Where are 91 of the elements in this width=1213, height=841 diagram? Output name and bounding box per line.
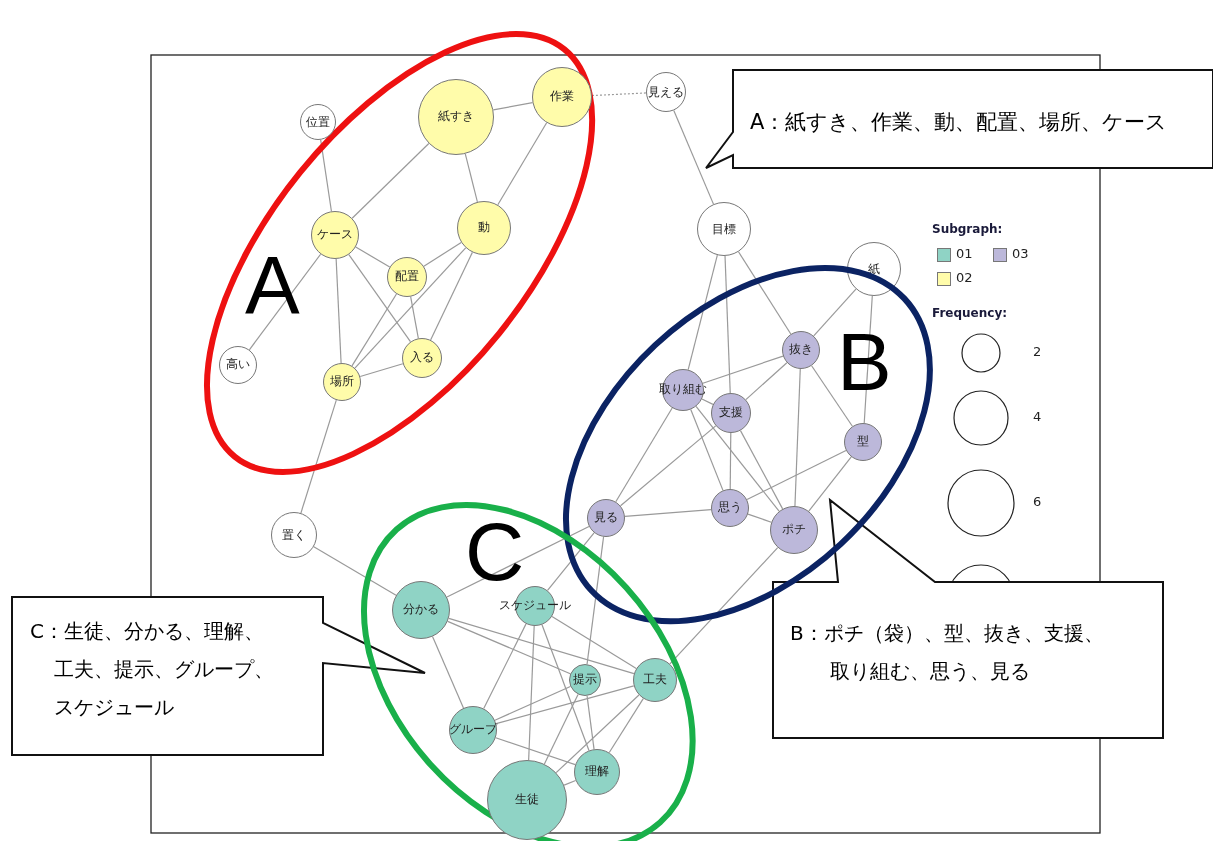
word-circle: 作業 bbox=[532, 67, 592, 127]
connector-line bbox=[359, 363, 404, 378]
connector-line bbox=[355, 246, 391, 268]
connector-line bbox=[555, 694, 640, 774]
connector-line bbox=[248, 253, 322, 351]
word-circle: 生徒 bbox=[487, 760, 567, 840]
word-circle: 場所 bbox=[323, 363, 361, 401]
connector-line bbox=[794, 368, 801, 507]
group-letter: A bbox=[245, 244, 300, 326]
connector-line bbox=[354, 247, 467, 369]
word-circle: 動 bbox=[457, 201, 511, 255]
connector-line bbox=[747, 513, 772, 523]
connector-line bbox=[464, 153, 478, 203]
connector-line bbox=[543, 693, 579, 765]
connector-line bbox=[811, 365, 853, 427]
connector-line bbox=[669, 547, 779, 665]
connector-line bbox=[690, 408, 724, 491]
word-circle: 工夫 bbox=[633, 658, 677, 702]
connector-line bbox=[863, 295, 873, 424]
connector-line bbox=[430, 251, 473, 341]
connector-line bbox=[745, 362, 788, 401]
connector-line bbox=[546, 532, 595, 592]
connector-line bbox=[724, 255, 731, 394]
connector-line bbox=[495, 737, 576, 766]
word-circle: ポチ bbox=[770, 506, 818, 554]
group-letter: C bbox=[465, 511, 525, 593]
word-circle: 高い bbox=[219, 346, 257, 384]
connector-line bbox=[423, 241, 462, 267]
speech-balloon: A：紙すき、作業、動、配置、場所、ケース bbox=[706, 70, 1213, 168]
word-circle: 提示 bbox=[569, 664, 601, 696]
legend-label: 02 bbox=[956, 270, 973, 285]
connector-line bbox=[701, 398, 714, 405]
connector-line bbox=[447, 620, 571, 675]
word-circle: 抜き bbox=[782, 331, 820, 369]
connector-line bbox=[551, 615, 637, 670]
connector-line bbox=[695, 405, 780, 512]
legend-label: 4 bbox=[1033, 409, 1042, 424]
connector-line bbox=[687, 254, 718, 371]
word-circle: 見る bbox=[587, 499, 625, 537]
connector-line bbox=[739, 430, 784, 510]
connector-line bbox=[746, 449, 847, 501]
connector-line bbox=[586, 695, 595, 750]
legend-heading: Frequency: bbox=[932, 306, 1008, 320]
connector-line bbox=[497, 122, 548, 206]
word-circle: 分かる bbox=[392, 581, 450, 639]
connector-line bbox=[483, 623, 527, 710]
connector-line bbox=[808, 456, 852, 512]
word-circle: ケース bbox=[311, 211, 359, 259]
connector-line bbox=[351, 142, 430, 219]
word-circle: 支援 bbox=[711, 393, 751, 433]
connector-line bbox=[702, 355, 784, 384]
connector-line bbox=[448, 617, 635, 675]
connector-line bbox=[410, 296, 419, 339]
connector-line bbox=[313, 546, 397, 596]
connector-line bbox=[619, 425, 717, 507]
word-circle: 置く bbox=[271, 512, 317, 558]
connector-line bbox=[813, 288, 857, 337]
connector-line bbox=[351, 293, 398, 367]
connector-line bbox=[591, 92, 647, 97]
word-circle: 見える bbox=[646, 72, 686, 112]
connector-line bbox=[494, 685, 571, 721]
word-circle: 位置 bbox=[300, 104, 336, 140]
connector-line bbox=[431, 636, 465, 709]
word-circle: 型 bbox=[844, 423, 882, 461]
word-circle: 紙すき bbox=[418, 79, 494, 155]
connector-line bbox=[586, 536, 605, 665]
word-circle: 配置 bbox=[387, 257, 427, 297]
connector-line bbox=[608, 698, 644, 754]
legend-label: 01 bbox=[956, 246, 973, 261]
connector-line bbox=[729, 432, 732, 490]
connector-line bbox=[737, 251, 792, 335]
connector-line bbox=[673, 109, 715, 205]
legend-label: 2 bbox=[1033, 344, 1042, 359]
connector-line bbox=[624, 508, 712, 518]
connector-line bbox=[615, 407, 673, 503]
connector-line bbox=[348, 254, 412, 343]
connector-line bbox=[492, 101, 534, 111]
connector-line bbox=[563, 779, 577, 786]
word-circle: 思う bbox=[711, 489, 749, 527]
connector-line bbox=[300, 399, 337, 514]
word-circle: 入る bbox=[402, 338, 442, 378]
connector-line bbox=[528, 625, 535, 761]
connector-line bbox=[495, 685, 635, 725]
word-circle: 理解 bbox=[574, 749, 620, 795]
connector-line bbox=[446, 525, 590, 598]
word-circle: 目標 bbox=[697, 202, 751, 256]
legend-heading: Subgraph: bbox=[932, 222, 1003, 236]
group-letter: B bbox=[837, 321, 892, 403]
connector-line bbox=[335, 258, 342, 364]
connector-line bbox=[541, 624, 590, 752]
legend-label: 03 bbox=[1012, 246, 1029, 261]
